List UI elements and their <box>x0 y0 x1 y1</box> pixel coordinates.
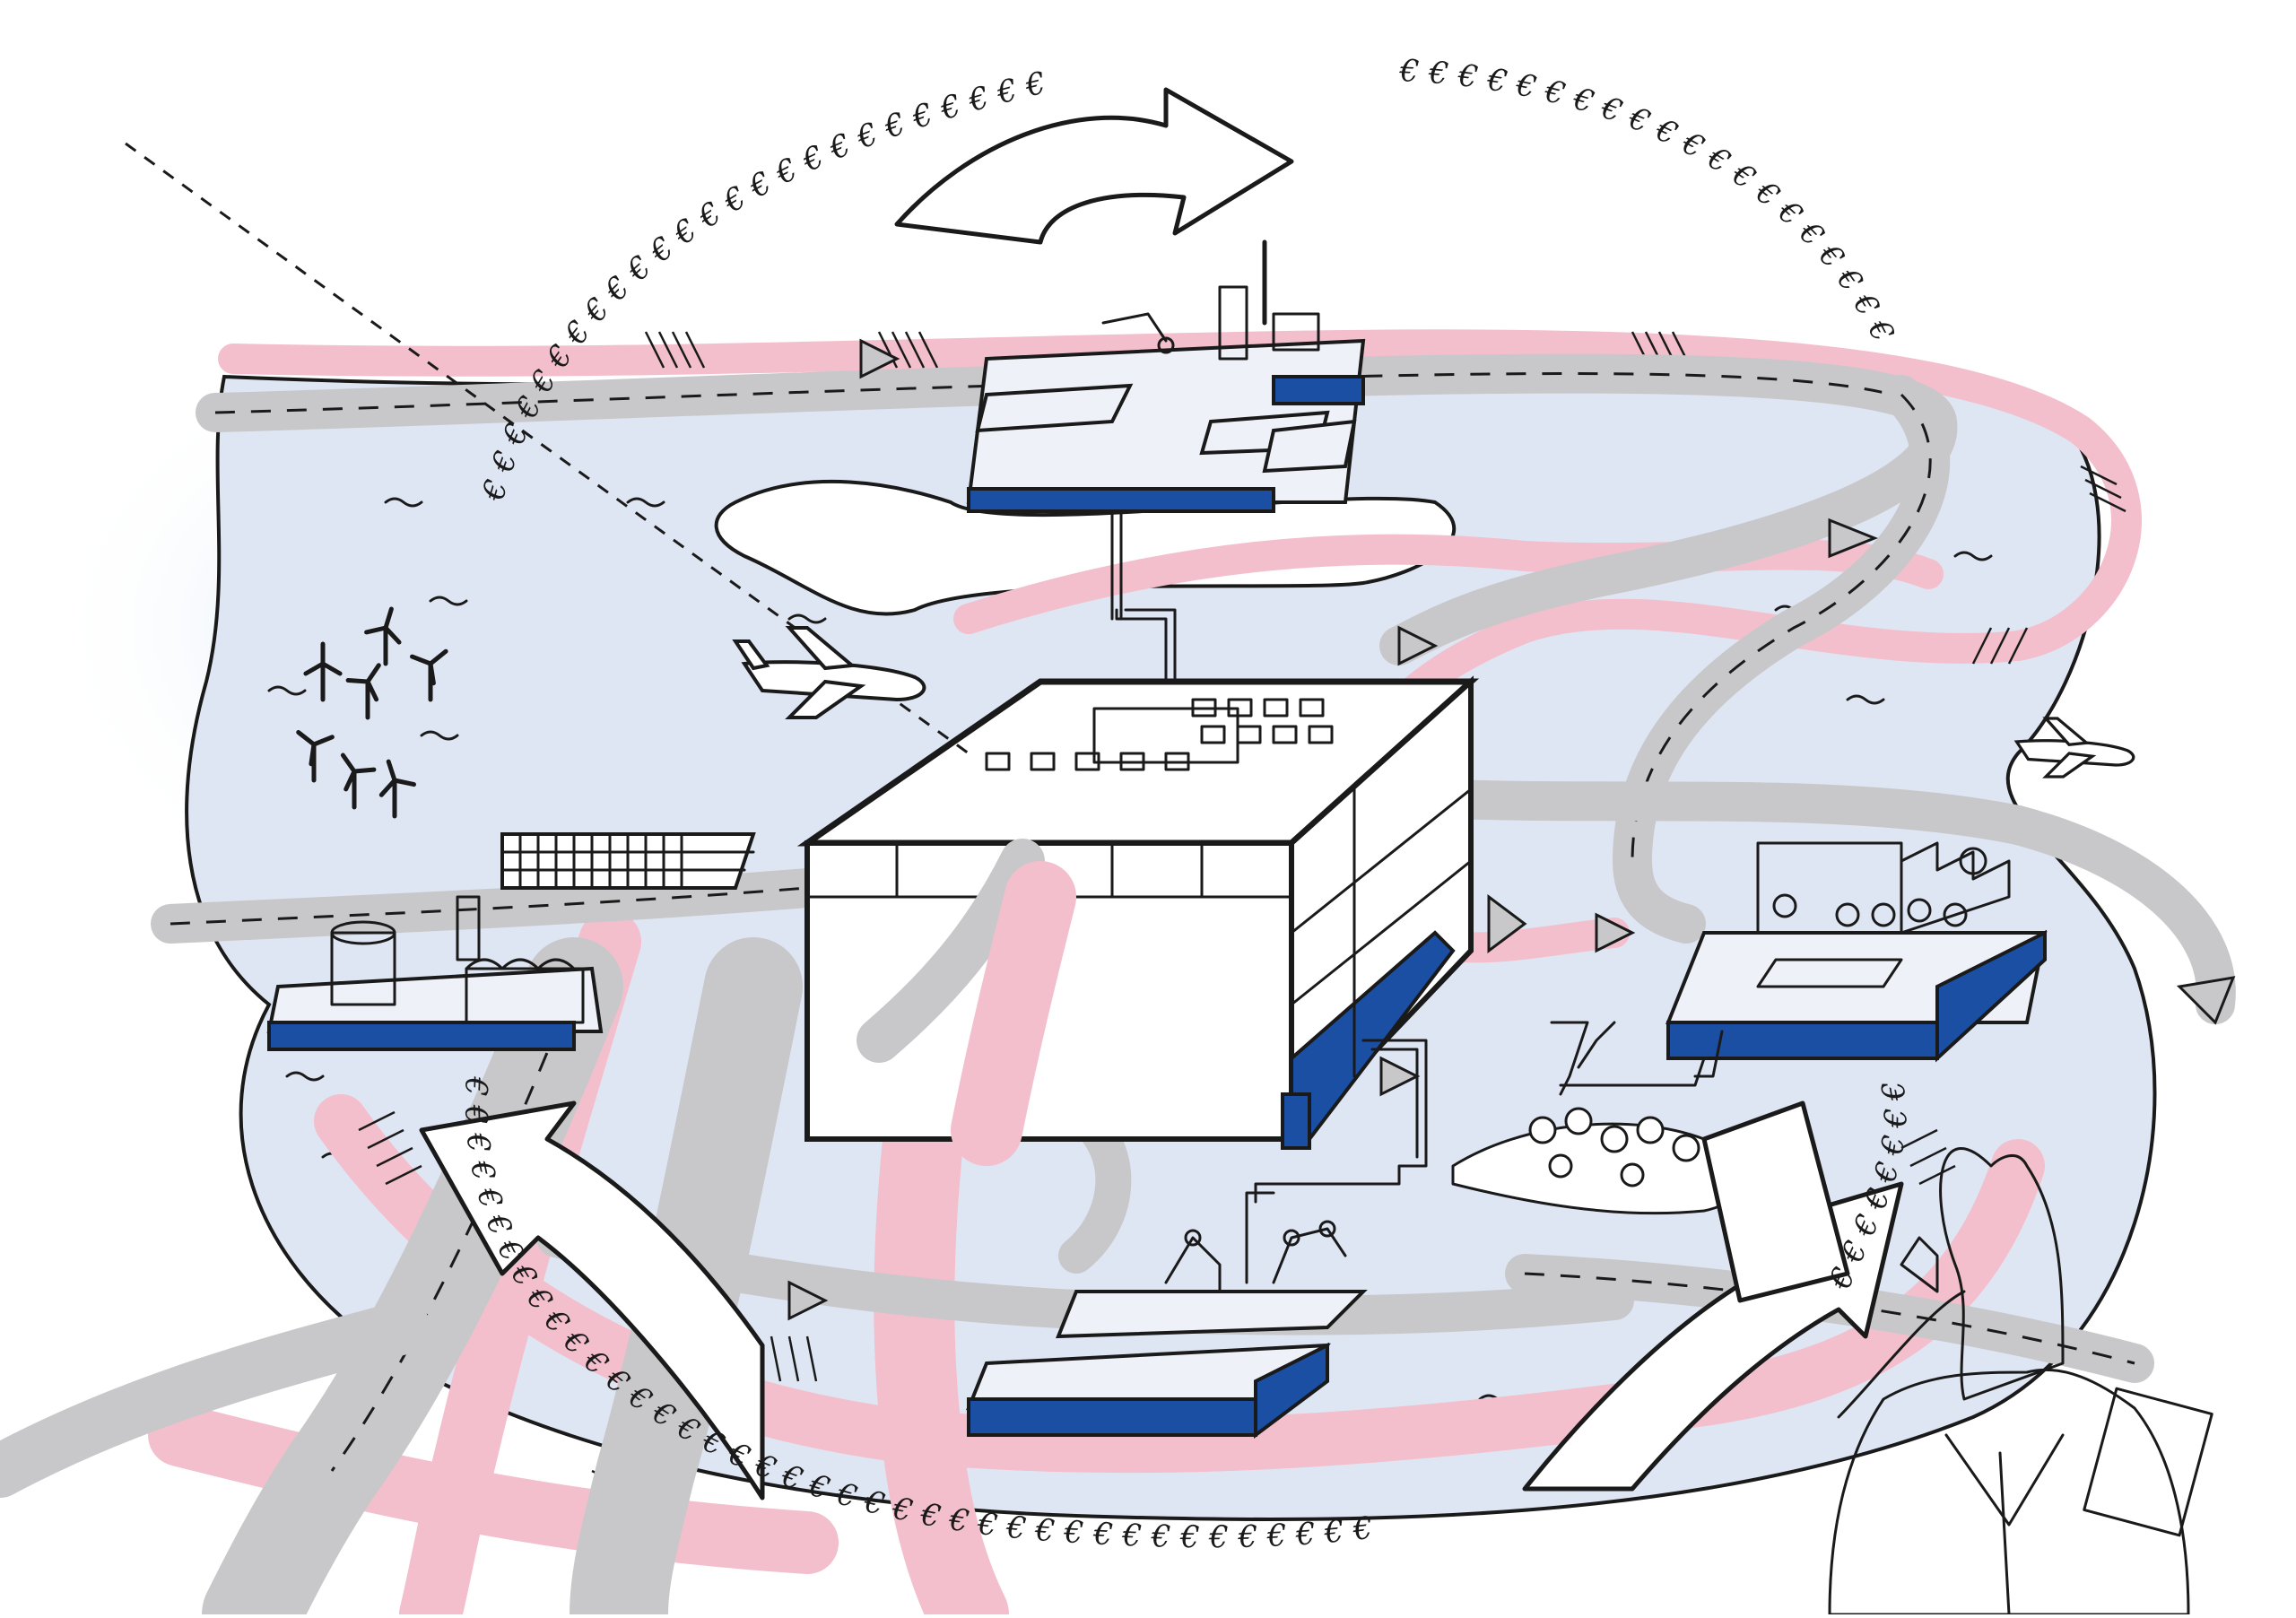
wind-turbine-icon <box>364 606 402 666</box>
forest-patch <box>1451 1107 1743 1215</box>
wind-turbine-icon <box>340 752 377 810</box>
arrowhead-4 <box>1595 912 1636 953</box>
arrowhead-5 <box>2176 976 2236 1025</box>
pipes <box>1254 1021 1724 1204</box>
wind-turbine-icon <box>303 641 343 702</box>
pipe-top <box>1115 608 1168 683</box>
greenhouse-grid <box>500 832 755 890</box>
arrowhead-7 <box>1379 1056 1421 1097</box>
airplane-icon <box>2013 717 2135 779</box>
hub-blue-base-2 <box>1281 1092 1311 1150</box>
bottom-platform <box>966 1191 1368 1439</box>
airplane-icon <box>732 626 926 719</box>
central-hub-building <box>796 675 1480 1166</box>
right-platform <box>1665 841 2048 1063</box>
big-arrow-left <box>419 1100 765 1501</box>
wind-turbine-icon <box>296 730 335 783</box>
wind-turbine-icon <box>378 759 416 819</box>
wind-turbine-icon <box>410 648 448 702</box>
top-platform <box>966 239 1366 621</box>
arrowhead-8 <box>787 1280 829 1321</box>
hub-facade-grid <box>805 787 1473 1078</box>
wind-farm <box>296 606 448 819</box>
pipe-top-2 <box>1124 608 1177 683</box>
factory-trees <box>1772 847 1987 927</box>
big-arrows <box>419 87 1904 1501</box>
arrowhead-6 <box>1487 894 1527 953</box>
island-top <box>714 479 1457 616</box>
wind-turbine-icon <box>345 663 381 720</box>
left-platform <box>266 832 756 1051</box>
document-sheet <box>1701 1100 1850 1303</box>
arrowhead-1 <box>859 338 900 379</box>
arrowhead-3 <box>1397 625 1439 666</box>
road-arrowheads <box>787 338 2236 1321</box>
arrowhead-2 <box>1828 518 1879 559</box>
roof-panels <box>985 698 1334 771</box>
woman-on-phone-icon <box>1828 1146 2213 1616</box>
big-arrow-top <box>894 87 1294 245</box>
